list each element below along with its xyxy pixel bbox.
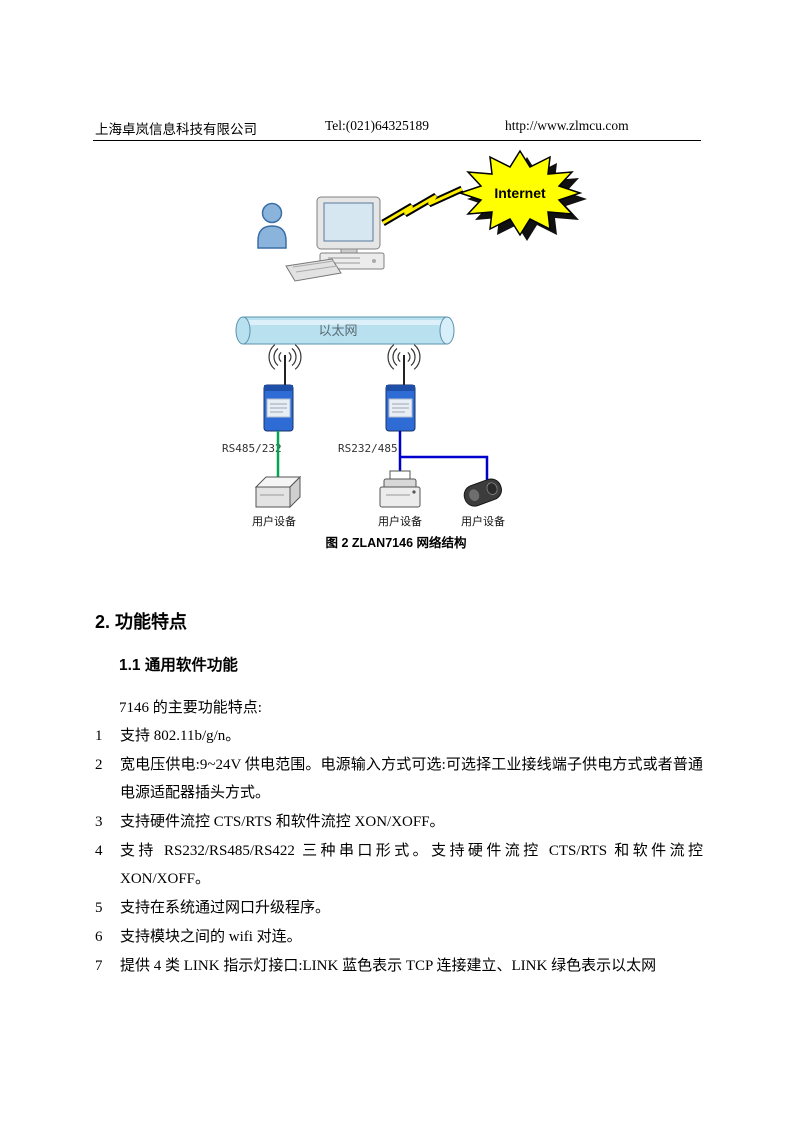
wifi-signal-left-icon: [268, 344, 302, 385]
ethernet-label: 以太网: [318, 323, 357, 338]
network-diagram: Internet: [222, 149, 587, 550]
feature-number: 7: [95, 958, 103, 974]
feature-text: 支持硬件流控 CTS/RTS 和软件流控 XON/XOFF。: [120, 814, 445, 830]
user-person-icon: [257, 202, 287, 249]
user-device-handheld-icon: [463, 478, 502, 507]
wifi-module-right: [385, 384, 416, 432]
feature-number: 3: [95, 814, 103, 830]
section-heading: 2. 功能特点: [95, 612, 188, 632]
figure-caption: 图 2 ZLAN7146 网络结构: [325, 535, 466, 550]
feature-item: 2 宽电压供电:9~24V 供电范围。电源输入方式可选:可选择工业接线端子供电方…: [95, 751, 703, 807]
blue-serial-wires: [398, 431, 489, 480]
feature-item: 3 支持硬件流控 CTS/RTS 和软件流控 XON/XOFF。: [95, 808, 703, 836]
header-website-link[interactable]: http://www.zlmcu.com: [505, 118, 629, 133]
feature-list: 1 支持 802.11b/g/n。 2 宽电压供电:9~24V 供电范围。电源输…: [95, 722, 703, 981]
header-telephone: Tel:(021)64325189: [325, 118, 430, 133]
feature-text: 支持 802.11b/g/n。: [120, 728, 241, 744]
wifi-signal-right-icon: [387, 344, 421, 385]
subsection-heading: 1.1 通用软件功能: [119, 657, 238, 674]
user-device-label-3: 用户设备: [461, 514, 505, 528]
feature-text: 支持 RS232/RS485/RS422 三种串口形式。支持硬件流控 CTS/R…: [120, 843, 703, 887]
desktop-computer-icon: [285, 196, 385, 282]
user-device-printer-icon: [379, 470, 421, 508]
left-serial-label: RS485/232: [222, 442, 282, 455]
feature-number: 1: [95, 728, 103, 744]
feature-number: 2: [95, 757, 103, 773]
right-serial-label: RS232/485: [338, 442, 398, 455]
ethernet-bus: 以太网: [235, 316, 455, 345]
feature-item: 4 支持 RS232/RS485/RS422 三种串口形式。支持硬件流控 CTS…: [95, 837, 703, 893]
feature-item: 6 支持模块之间的 wifi 对连。: [95, 923, 703, 951]
feature-item: 1 支持 802.11b/g/n。: [95, 722, 703, 750]
feature-text: 提供 4 类 LINK 指示灯接口:LINK 蓝色表示 TCP 连接建立、LIN…: [120, 958, 657, 974]
feature-text: 支持模块之间的 wifi 对连。: [120, 929, 302, 945]
user-device-box-icon: [254, 475, 302, 509]
feature-number: 6: [95, 929, 103, 945]
intro-line: 7146 的主要功能特点:: [119, 700, 262, 716]
header-divider: [93, 140, 701, 141]
feature-text: 宽电压供电:9~24V 供电范围。电源输入方式可选:可选择工业接线端子供电方式或…: [120, 757, 703, 801]
internet-label: Internet: [494, 185, 546, 201]
feature-item: 7 提供 4 类 LINK 指示灯接口:LINK 蓝色表示 TCP 连接建立、L…: [95, 952, 703, 980]
feature-item: 5 支持在系统通过网口升级程序。: [95, 894, 703, 922]
feature-number: 5: [95, 900, 103, 916]
user-device-label-1: 用户设备: [252, 514, 296, 528]
header-company-name: 上海卓岚信息科技有限公司: [95, 122, 257, 137]
user-device-label-2: 用户设备: [378, 514, 422, 528]
feature-number: 4: [95, 843, 103, 859]
lightning-link-icon: [381, 185, 464, 227]
feature-text: 支持在系统通过网口升级程序。: [120, 900, 331, 916]
wifi-module-left: [263, 384, 294, 432]
